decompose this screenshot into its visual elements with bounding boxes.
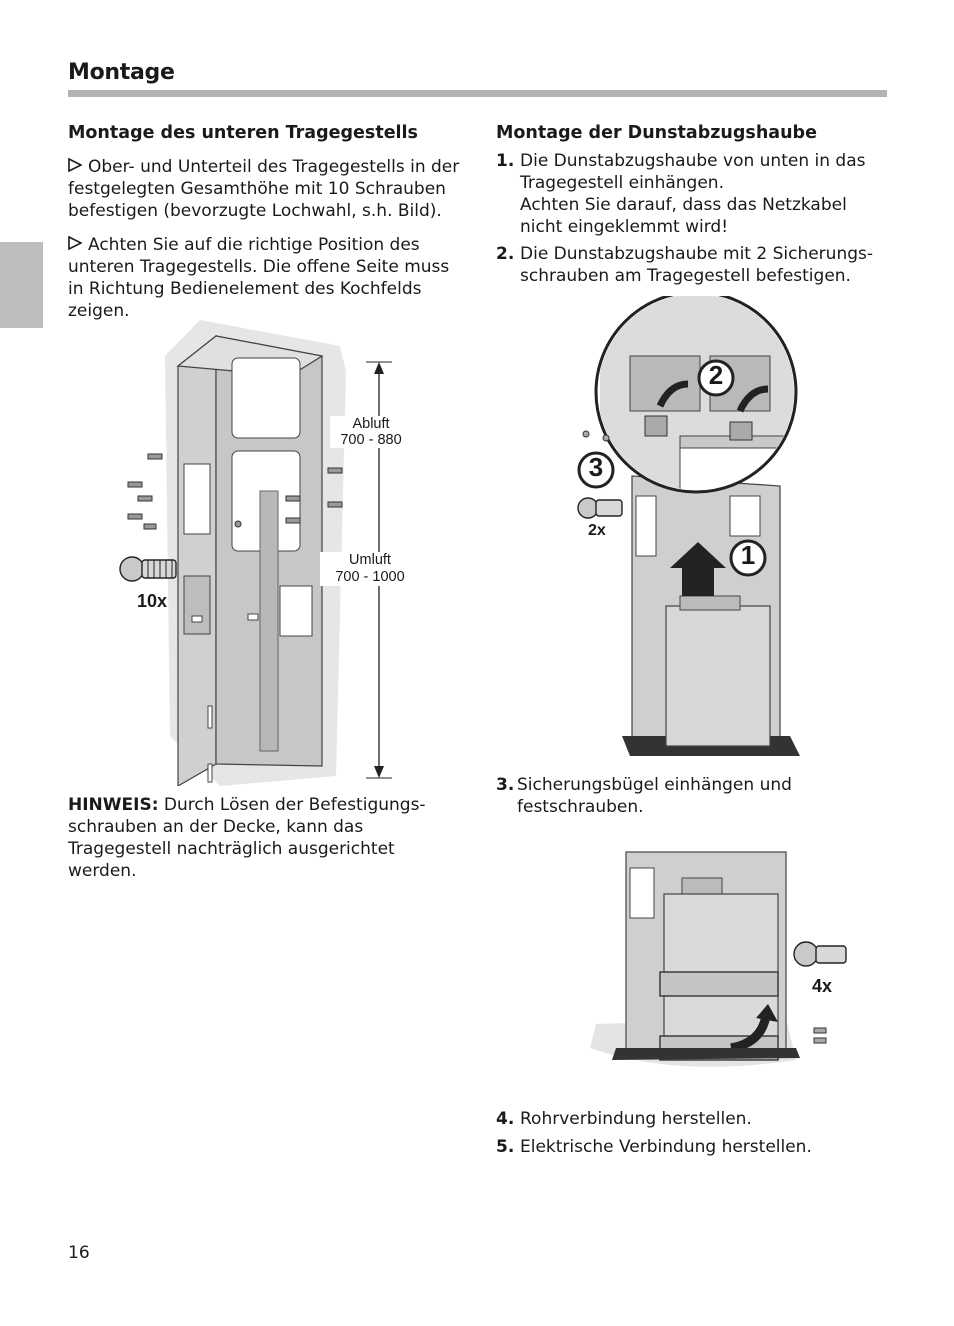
abluft-dimension: Abluft 700 - 880 xyxy=(330,416,412,448)
step-number: 5. xyxy=(496,1137,515,1157)
abluft-range: 700 - 880 xyxy=(340,432,402,448)
support-frame-drawing xyxy=(119,320,392,786)
step-number: 3. xyxy=(496,775,515,795)
umluft-label: Umluft xyxy=(349,552,391,568)
page-title: Montage xyxy=(68,60,175,85)
step-1: 1. Die Dunstabzugshaube von unten in das… xyxy=(496,150,891,238)
callout-3: 3 xyxy=(588,452,604,482)
step-4-text: Rohrverbindung herstellen. xyxy=(520,1109,752,1129)
step-5-text: Elektrische Verbindung herstellen. xyxy=(520,1137,812,1157)
umluft-range: 700 - 1000 xyxy=(335,569,405,585)
triangle-right-icon xyxy=(68,236,82,250)
callout-1: 1 xyxy=(740,540,756,570)
note-paragraph: HINWEIS: Durch Lösen der Befestigungs-sc… xyxy=(68,794,463,882)
securing-bracket-figure: 4x xyxy=(586,848,856,1072)
screw-count-label: 4x xyxy=(812,976,833,996)
chapter-side-tab xyxy=(0,242,43,328)
step-number: 4. xyxy=(496,1109,515,1129)
step-1-warning: Achten Sie darauf, dass das Netzkabel ni… xyxy=(520,195,847,237)
left-bullet-2-text: Achten Sie auf die richtige Position des… xyxy=(68,235,450,321)
screw-count-label: 10x xyxy=(137,591,168,611)
note-label: HINWEIS: xyxy=(68,795,159,815)
left-bullet-1-text: Ober- und Unterteil des Tragegestells in… xyxy=(68,157,460,221)
callout-2: 2 xyxy=(708,360,724,390)
step-number: 1. xyxy=(496,151,515,171)
title-rule xyxy=(68,90,887,97)
step-2: 2. Die Dunstabzugshaube mit 2 Sicherungs… xyxy=(496,243,891,287)
step-2-text: Die Dunstabzugshaube mit 2 Sicherungs-sc… xyxy=(520,244,873,286)
right-section-heading: Montage der Dunstabzugshaube xyxy=(496,123,817,143)
left-section-heading: Montage des unteren Tragegestells xyxy=(68,123,418,143)
left-bullet-1: Ober- und Unterteil des Tragegestells in… xyxy=(68,156,463,222)
securing-bracket-drawing xyxy=(590,851,847,1067)
page-number: 16 xyxy=(68,1243,90,1263)
abluft-label: Abluft xyxy=(352,416,390,432)
left-bullet-2: Achten Sie auf die richtige Position des… xyxy=(68,234,463,322)
support-frame-figure: Abluft 700 - 880 Umluft 700 - 1000 10x xyxy=(110,316,430,786)
hood-insertion-drawing xyxy=(577,296,800,756)
large-screw-icon xyxy=(119,556,177,582)
large-screw-icon xyxy=(793,941,847,967)
step-3-text: Sicherungsbügel einhängen und festschrau… xyxy=(517,775,792,817)
umluft-dimension: Umluft 700 - 1000 xyxy=(320,552,420,586)
large-screw-icon xyxy=(577,497,623,519)
step-5: 5. Elektrische Verbindung herstellen. xyxy=(496,1136,891,1158)
hood-insertion-figure: 2 3 1 2x xyxy=(570,296,810,762)
step-4: 4. Rohrverbindung herstellen. xyxy=(496,1108,891,1130)
screw-count-label: 2x xyxy=(588,522,606,539)
step-3: 3. Sicherungsbügel einhängen und festsch… xyxy=(496,774,891,818)
step-1-text: Die Dunstabzugshaube von unten in das Tr… xyxy=(520,151,866,193)
triangle-right-icon xyxy=(68,158,82,172)
step-number: 2. xyxy=(496,244,515,264)
note-text: Durch Lösen der Befestigungs-schrauben a… xyxy=(68,795,426,881)
